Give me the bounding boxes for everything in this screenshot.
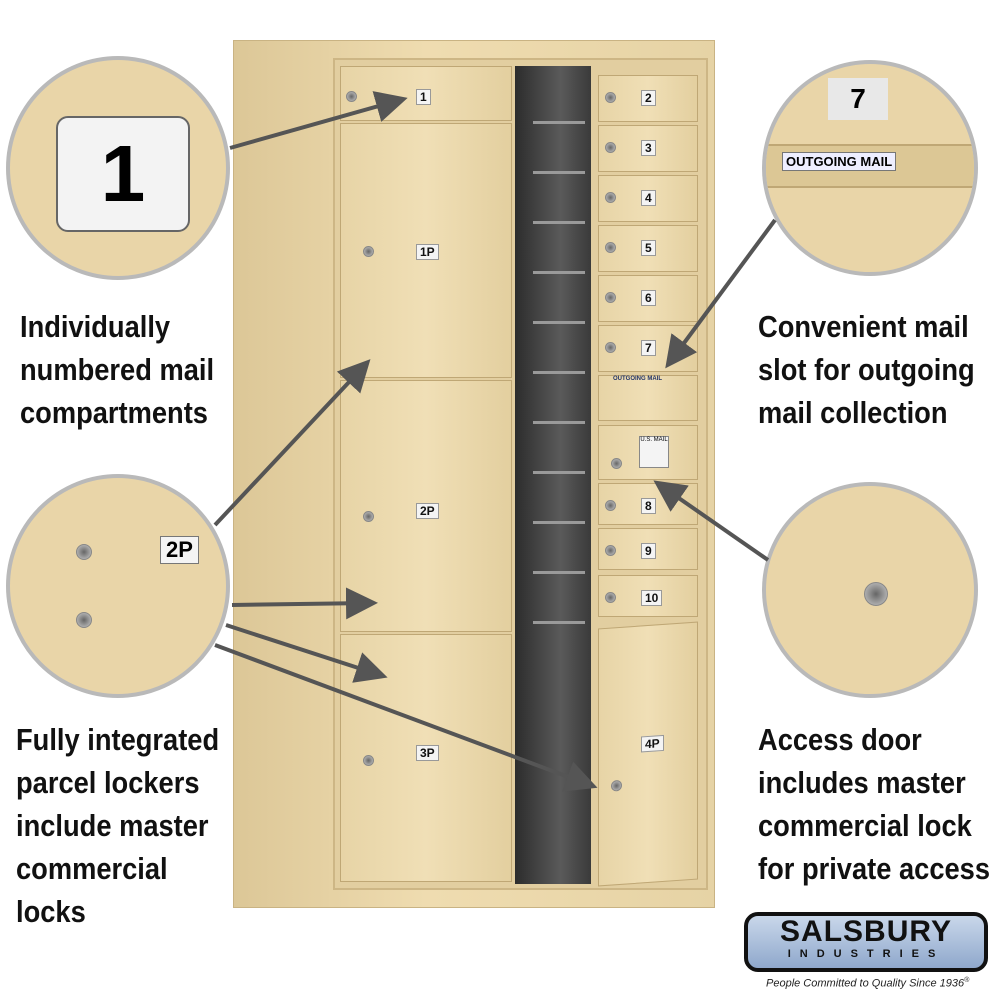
arrow xyxy=(231,587,378,620)
usmail-label: U.S. MAIL xyxy=(639,436,669,468)
arrow xyxy=(213,359,371,527)
door-number: 2 xyxy=(641,90,656,106)
access-door: U.S. MAIL xyxy=(598,425,698,480)
number-tag: 7 xyxy=(828,78,888,120)
door-number: 3P xyxy=(416,745,439,761)
door-number: 1P xyxy=(416,244,439,260)
door-number: 10 xyxy=(641,590,663,606)
lock-icon xyxy=(76,612,92,628)
arrow xyxy=(214,643,598,792)
arrow xyxy=(665,218,777,369)
lock-icon xyxy=(605,500,616,511)
lock-icon xyxy=(605,192,616,203)
callout-access-door-lock-closeup xyxy=(762,482,978,698)
lock-icon xyxy=(605,545,616,556)
number-tag: 1 xyxy=(56,116,190,232)
lock-icon xyxy=(363,511,374,522)
door-number: 4 xyxy=(641,190,656,206)
lock-icon xyxy=(76,544,92,560)
lock-icon xyxy=(363,755,374,766)
parcel-locker-1p: 1P xyxy=(340,123,512,378)
mail-compartment-door: 4 xyxy=(598,175,698,222)
mail-compartment-door: 9 xyxy=(598,528,698,570)
door-number: 3 xyxy=(641,140,656,156)
callout-number-closeup: 1 xyxy=(6,56,230,280)
door-number: 5 xyxy=(641,240,656,256)
lock-icon xyxy=(346,91,357,102)
callout-parcel-locker-closeup: 2P xyxy=(6,474,230,698)
salsbury-logo: SALSBURY INDUSTRIES xyxy=(744,912,988,972)
arrow xyxy=(653,480,770,562)
door-number: 7 xyxy=(641,340,656,356)
lock-icon xyxy=(605,342,616,353)
mail-compartment-door: 5 xyxy=(598,225,698,272)
lock-icon xyxy=(605,592,616,603)
lock-icon xyxy=(864,582,888,606)
arrow xyxy=(229,91,408,150)
door-number: 9 xyxy=(641,543,656,559)
outgoing-label: OUTGOING MAIL xyxy=(782,152,897,171)
callout-outgoing-slot-closeup: 7 OUTGOING MAIL xyxy=(762,60,978,276)
lock-icon xyxy=(605,292,616,303)
lock-icon xyxy=(605,142,616,153)
compartment-door-1: 1 xyxy=(340,66,512,121)
door-number: 6 xyxy=(641,290,656,306)
mail-compartment-door: 10 xyxy=(598,575,698,617)
door-number: 2P xyxy=(416,503,439,519)
lock-icon xyxy=(605,242,616,253)
logo-tagline: People Committed to Quality Since 1936® xyxy=(766,977,970,990)
outgoing-mail-slot: OUTGOING MAIL xyxy=(598,375,698,421)
number-tag: 2P xyxy=(160,536,199,564)
mail-compartment-door: 3 xyxy=(598,125,698,172)
mail-compartment-door: 6 xyxy=(598,275,698,322)
arrow xyxy=(225,623,388,683)
lock-icon xyxy=(363,246,374,257)
door-number: 1 xyxy=(416,89,431,105)
outgoing-label: OUTGOING MAIL xyxy=(613,376,662,382)
mail-compartment-door: 2 xyxy=(598,75,698,122)
lock-icon xyxy=(611,458,622,469)
open-compartment-interior xyxy=(515,66,591,884)
lock-icon xyxy=(605,92,616,103)
